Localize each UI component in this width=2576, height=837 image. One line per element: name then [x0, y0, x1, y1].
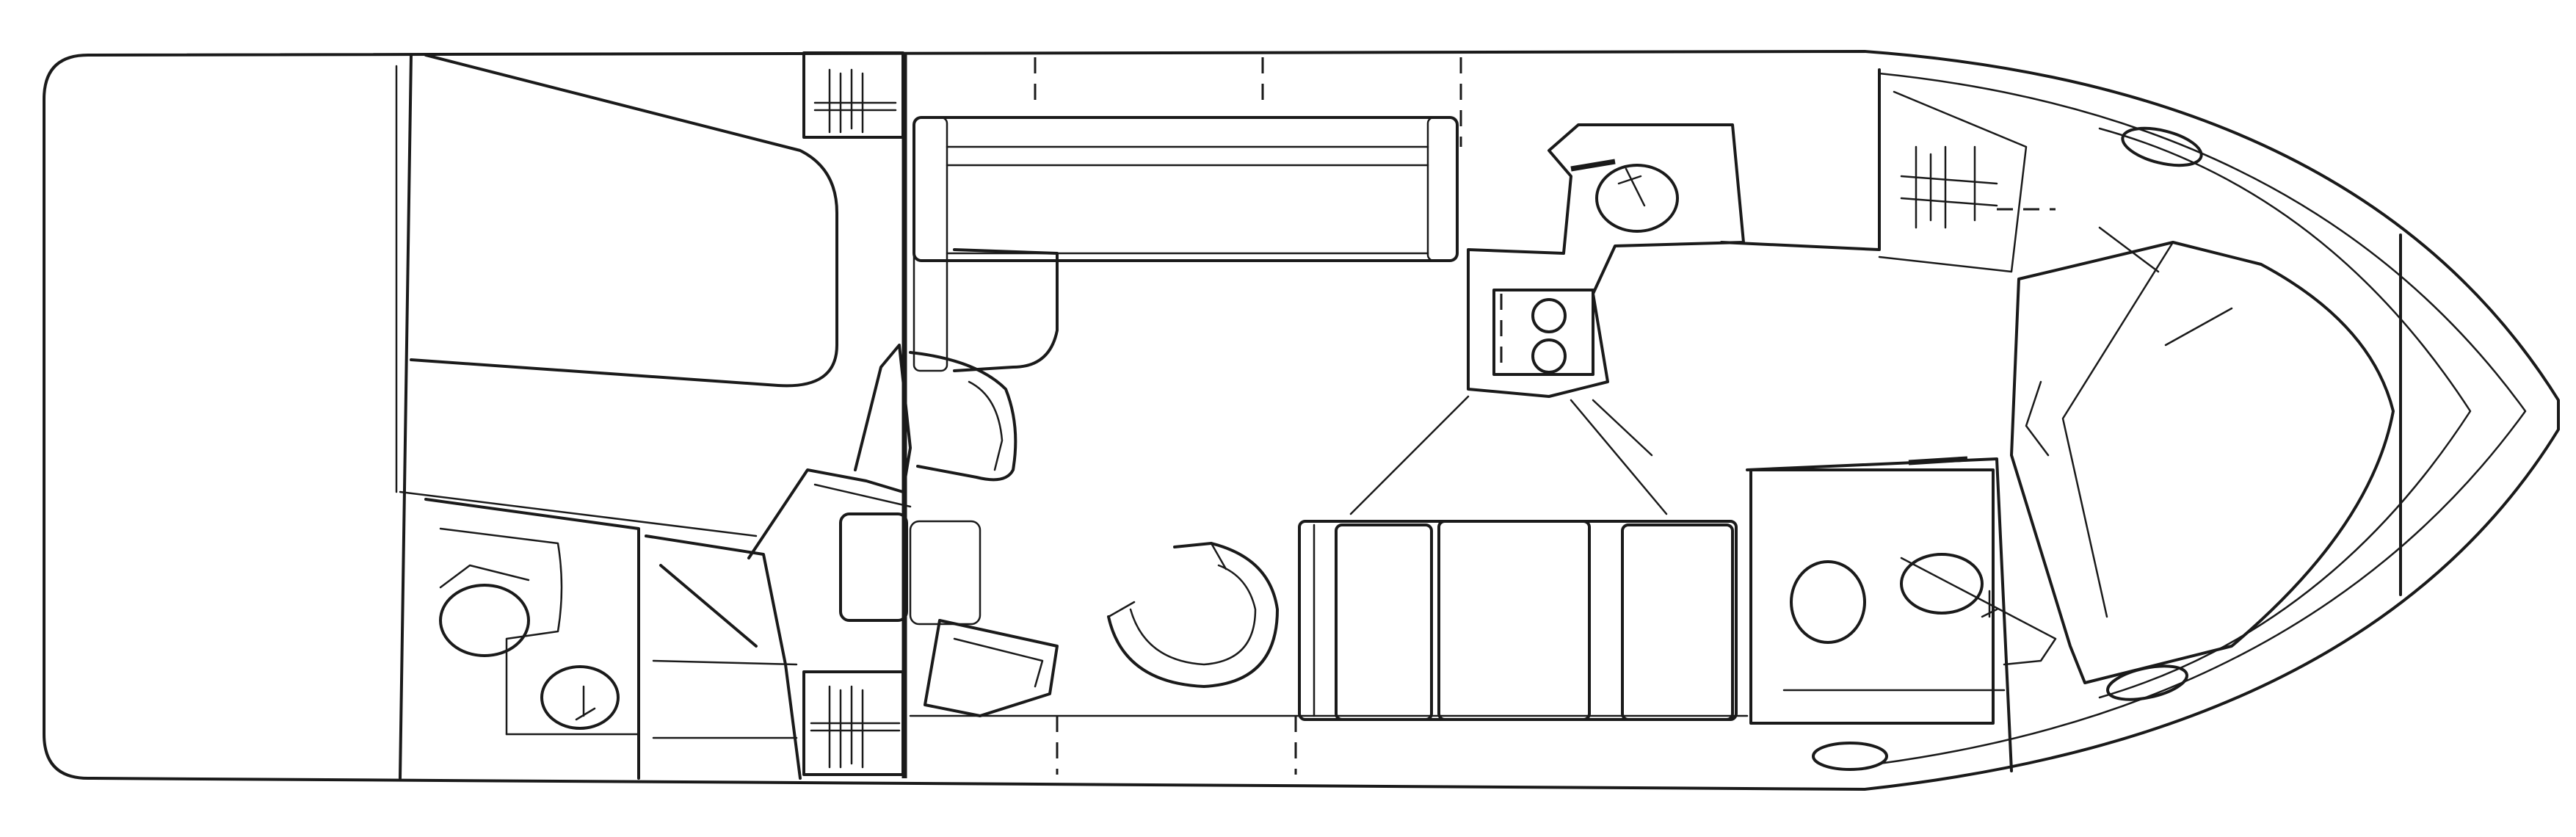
salon-windows: [909, 57, 1749, 775]
galley-sink: [1595, 164, 1679, 233]
cockpit-seat: [410, 54, 838, 388]
salon-table: [953, 248, 1059, 372]
v-berth-cushion-line: [2061, 241, 2174, 618]
galley-stove: [1492, 289, 1594, 376]
fwd-locker-wall: [1720, 68, 1881, 251]
portlight-mid: [1812, 742, 1888, 771]
portlight-bottom: [2106, 664, 2188, 701]
hull-inner-line: [1878, 72, 2527, 765]
settee-top-end-right: [1426, 116, 1459, 262]
galley: [1349, 123, 1745, 515]
locker-box: [645, 535, 802, 780]
aft-sink: [540, 665, 620, 730]
galley-diag-2: [1570, 399, 1668, 515]
helm-chair-back: [968, 380, 1004, 471]
panel-bar-2: [1908, 456, 1968, 465]
dinette: [1298, 520, 1738, 721]
hatch-bottom-lines: [810, 685, 901, 769]
dinette-cushion-3: [1621, 523, 1734, 721]
companion-seat-2: [909, 520, 982, 626]
settee-top-frame: [913, 116, 1459, 262]
stove-burner-2: [1531, 338, 1567, 374]
salon-cabinet: [924, 619, 1059, 717]
aft-head: [424, 498, 640, 780]
fwd-head-box: [1749, 468, 1995, 725]
transom-divider: [399, 54, 413, 780]
galley-diag-3: [1592, 399, 1653, 457]
v-berth-shelf: [2025, 380, 2050, 457]
dinette-cushion-2: [1437, 520, 1591, 721]
armchair-arm: [1107, 542, 1227, 618]
dinette-frame: [1298, 520, 1738, 721]
cabinet-inner: [953, 637, 1044, 688]
armchair-inner: [1129, 564, 1257, 666]
v-berth: [2010, 241, 2395, 684]
fwd-sink: [1900, 553, 1984, 615]
aft-faucet-icon: [575, 685, 596, 721]
panel-bar-1: [1570, 159, 1616, 172]
cabinet-outline: [924, 619, 1059, 717]
v-berth-divider: [2164, 307, 2233, 347]
settee-top: [913, 116, 1459, 372]
aft-head-counter: [439, 527, 563, 736]
locker-shelf: [652, 659, 798, 666]
hull: [43, 50, 2560, 791]
hull-outline: [43, 50, 2560, 791]
hull-inner-line-2: [2098, 127, 2472, 699]
v-berth-outline: [2010, 241, 2395, 684]
helm-chair: [909, 351, 1017, 482]
aft-head-wall: [424, 498, 640, 780]
panel-bar-3: [2098, 226, 2160, 273]
stove-burner-1: [1531, 298, 1567, 333]
locker-diagonal: [659, 564, 758, 648]
settee-top-end: [913, 116, 948, 372]
fwd-head-counter: [1900, 557, 2057, 666]
portlight-top: [2121, 126, 2203, 167]
fwd-head-wall: [1746, 457, 2013, 772]
portlights: [1812, 126, 2203, 771]
aft-locker: [645, 535, 802, 780]
cockpit-area: [395, 54, 838, 780]
dinette-cushion-1: [1335, 523, 1433, 721]
helm-stairs: [747, 344, 1017, 626]
salon-armchair: [1107, 542, 1279, 688]
aft-toilet-tank: [439, 564, 530, 589]
galley-diag-1: [1349, 395, 1470, 515]
forward-head: [1746, 457, 2057, 772]
companion-seat: [839, 512, 908, 622]
panel-marks: [1570, 159, 2160, 465]
aft-toilet: [439, 584, 530, 657]
fwd-locker-box: [1878, 90, 2028, 273]
hatch-top-lines: [813, 68, 897, 134]
fwd-toilet: [1790, 560, 1866, 644]
cockpit-step: [399, 490, 758, 537]
fwd-grid-lines: [1900, 145, 1998, 229]
fwd-lockers: [1720, 68, 2056, 273]
hatch-top-box: [802, 51, 904, 139]
hatch-grid-top: [802, 51, 904, 139]
stair-outline: [747, 344, 912, 559]
armchair-outer: [1107, 542, 1279, 688]
stair-step: [813, 483, 912, 508]
hatch-grid-bottom: [802, 670, 904, 776]
galley-faucet-icon: [1617, 167, 1646, 207]
